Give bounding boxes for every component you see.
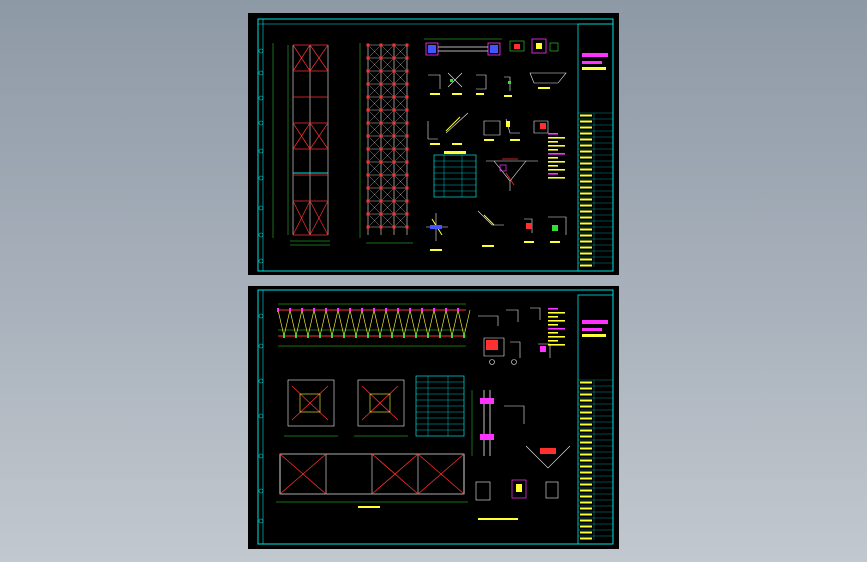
title-block-content <box>578 320 613 540</box>
roof-bracing-plan <box>272 43 330 246</box>
material-table <box>433 154 477 198</box>
truss-elevation <box>277 303 471 347</box>
drawing-sheet-bottom[interactable] <box>248 286 619 549</box>
title-block <box>577 294 614 545</box>
column-detail <box>471 390 571 469</box>
node-plan-b <box>354 379 408 437</box>
truss-details <box>478 307 551 358</box>
wall-bracing-elevation <box>276 453 468 508</box>
title-block-content <box>578 53 613 267</box>
drawing-sheet-top[interactable] <box>248 13 619 275</box>
connection-details <box>424 38 567 251</box>
title-block <box>577 23 614 272</box>
axis-bubbles-left <box>258 48 264 264</box>
sheet-bottom-canvas <box>257 289 614 545</box>
axis-bubbles-left <box>258 313 264 524</box>
purlin-layout-plan <box>359 43 413 244</box>
base-details <box>475 479 559 520</box>
node-plan-a <box>284 379 338 437</box>
sheet-top-canvas <box>257 18 614 272</box>
